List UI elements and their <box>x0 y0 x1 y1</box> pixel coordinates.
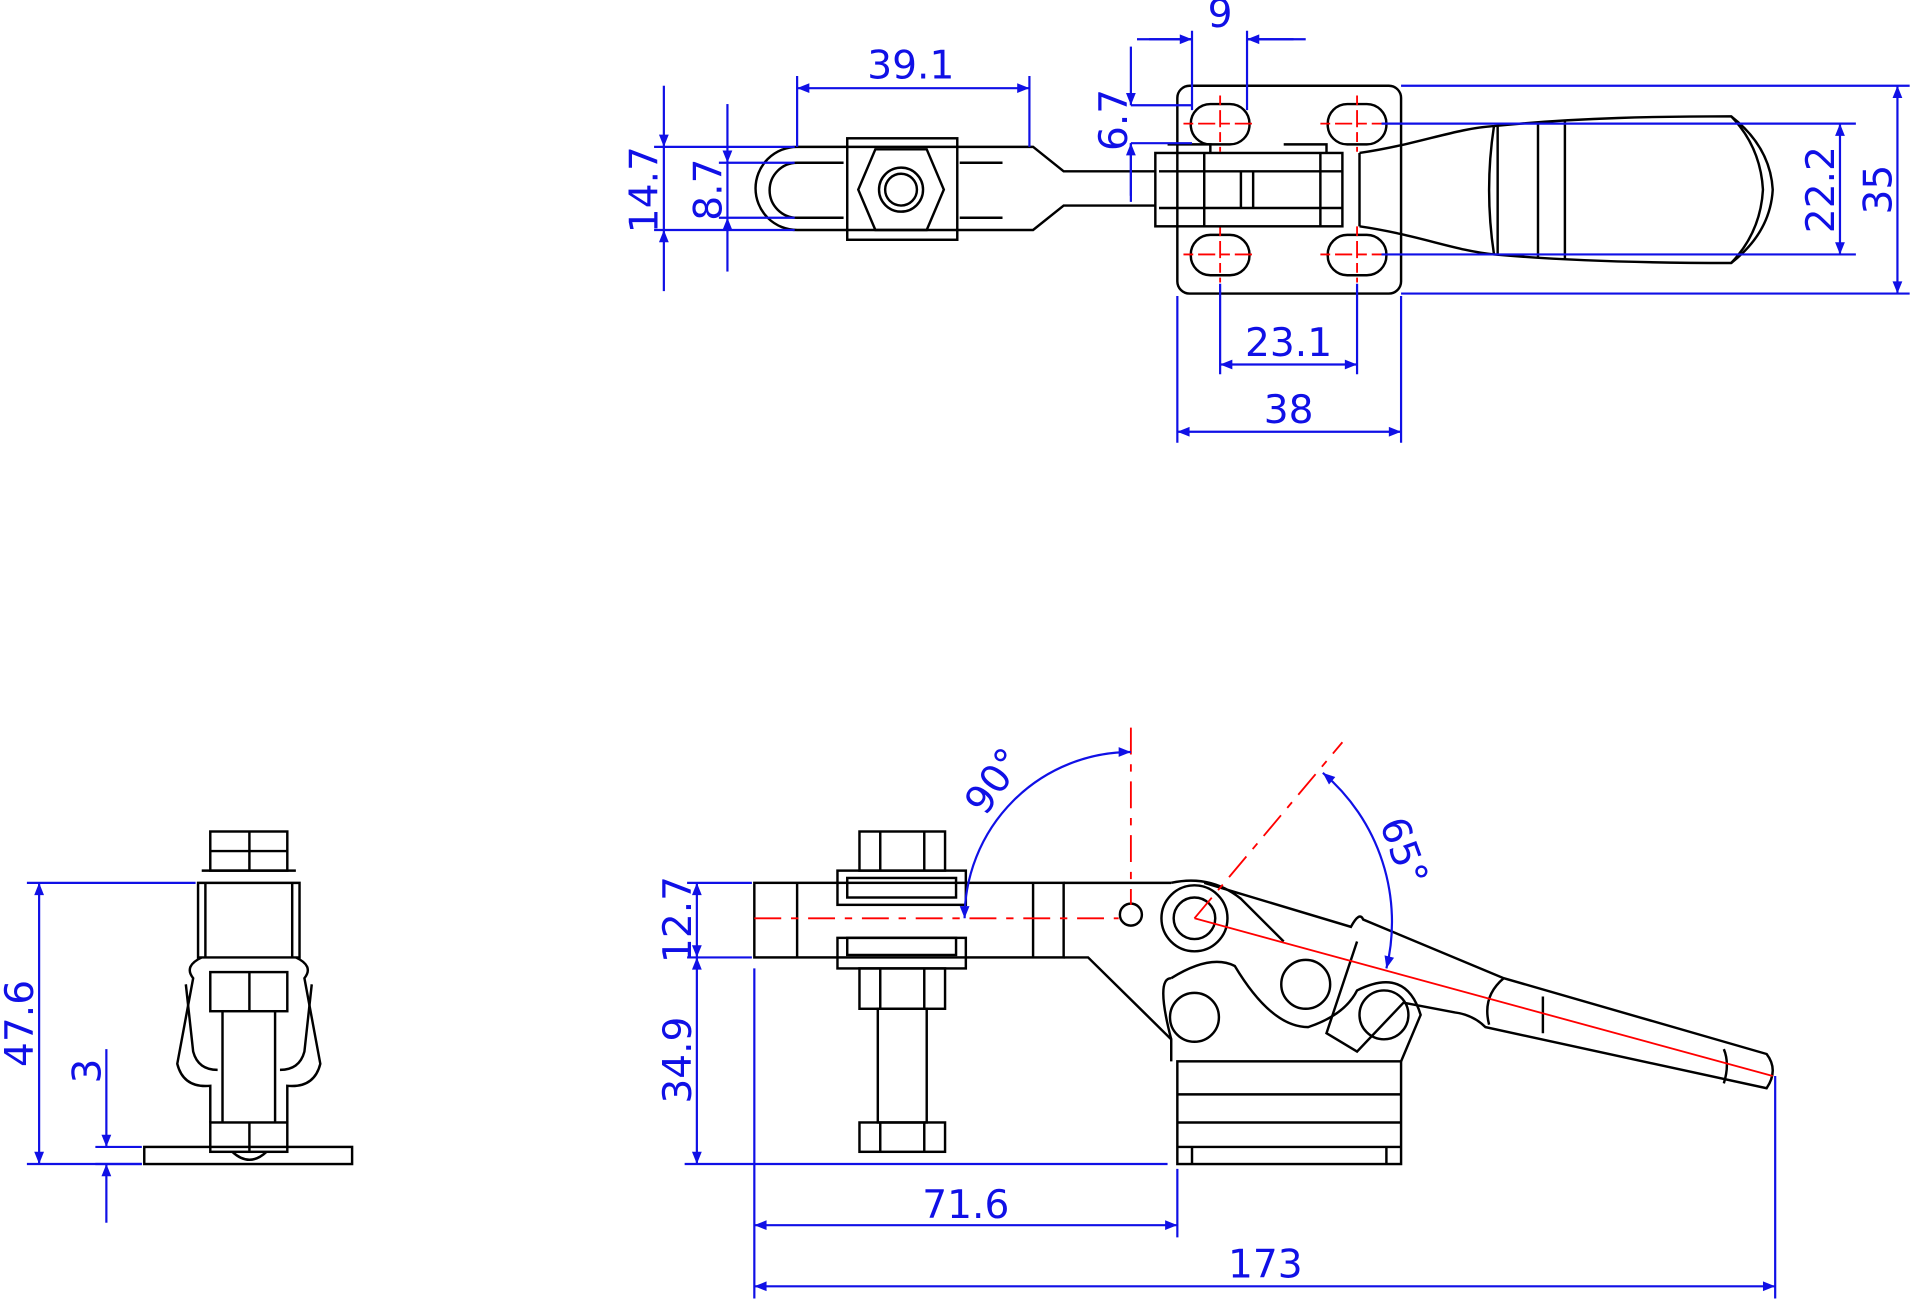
base-side <box>1176 1060 1403 1166</box>
dim-hole-spacing-horizontal: 23.1 <box>1219 283 1359 375</box>
angled-centerline <box>1193 741 1344 919</box>
clamp-body <box>1160 879 1422 1166</box>
dim-handle-angle: 65° <box>1322 771 1436 969</box>
svg-text:22.2: 22.2 <box>1799 146 1844 233</box>
dim-arm-width: 14.7 <box>623 85 795 292</box>
svg-text:39.1: 39.1 <box>867 43 954 88</box>
svg-text:14.7: 14.7 <box>623 146 668 233</box>
spindle-block <box>846 137 959 241</box>
mounting-holes <box>1183 95 1394 283</box>
svg-text:8.7: 8.7 <box>686 159 731 221</box>
svg-text:47.6: 47.6 <box>0 980 43 1067</box>
base-plate <box>1176 84 1403 295</box>
pivot-block <box>1154 151 1344 228</box>
svg-text:90°: 90° <box>956 740 1033 823</box>
svg-text:38: 38 <box>1264 388 1314 433</box>
spindle-bolt <box>836 830 968 1154</box>
svg-text:35: 35 <box>1856 165 1901 215</box>
side-view: 90° 65° 12.7 34.9 71.6 173 <box>656 727 1777 1299</box>
svg-text:23.1: 23.1 <box>1245 321 1332 366</box>
dim-hole-offset: 6.7 <box>1092 46 1193 202</box>
svg-text:6.7: 6.7 <box>1092 89 1137 151</box>
dim-hole-spacing-small: 9 <box>1136 0 1306 111</box>
clamp-arm-side <box>753 881 1065 959</box>
dim-overall-length: 173 <box>754 1076 1777 1299</box>
dim-hole-spacing-vertical: 22.2 <box>1381 122 1856 256</box>
svg-text:12.7: 12.7 <box>656 876 701 963</box>
dim-arm-height: 12.7 <box>656 876 752 963</box>
svg-text:65°: 65° <box>1370 811 1436 892</box>
dim-open-angle: 90° <box>956 740 1131 919</box>
svg-text:34.9: 34.9 <box>656 1017 701 1104</box>
dim-base-length: 38 <box>1176 296 1403 443</box>
svg-text:9: 9 <box>1208 0 1233 37</box>
dim-arm-length: 39.1 <box>796 43 1031 147</box>
top-view: 39.1 9 6.7 14.7 8.7 22.2 <box>623 0 1910 443</box>
dim-spindle-height: 34.9 <box>656 957 1168 1166</box>
dim-slot-width: 8.7 <box>686 104 795 272</box>
spindle-nut <box>856 148 946 232</box>
dim-overall-height: 47.6 <box>0 881 196 1166</box>
dim-base-width: 35 <box>1401 84 1910 295</box>
handle-side <box>1203 881 1774 1090</box>
dim-spindle-reach: 71.6 <box>753 968 1179 1299</box>
dim-base-thickness: 3 <box>65 1049 142 1223</box>
front-view: 47.6 3 <box>0 830 354 1223</box>
svg-text:71.6: 71.6 <box>922 1183 1009 1228</box>
svg-text:3: 3 <box>65 1059 110 1084</box>
svg-text:173: 173 <box>1228 1243 1303 1288</box>
